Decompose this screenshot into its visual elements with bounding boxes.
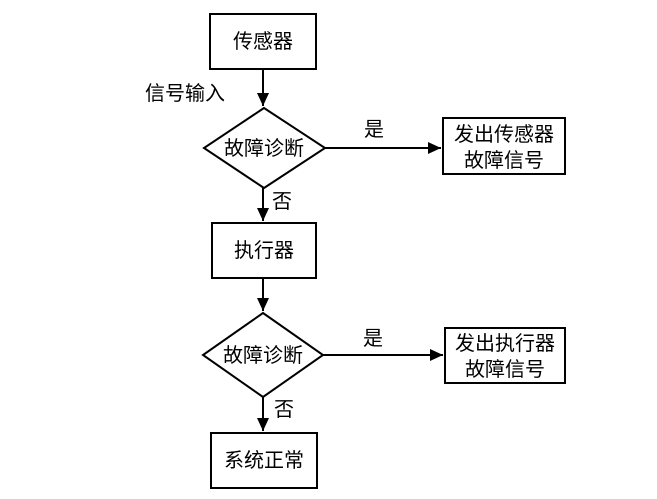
node-sensor-fault-signal bbox=[442, 117, 566, 175]
node-fault-diagnosis-2 bbox=[201, 311, 325, 399]
node-actuator-fault-signal bbox=[444, 327, 566, 384]
node-fault-diagnosis-1 bbox=[202, 106, 327, 190]
edge-label-yes-1: 是 bbox=[364, 119, 384, 141]
node-system-normal bbox=[210, 432, 318, 489]
edge-label-signal-input: 信号输入 bbox=[145, 82, 225, 105]
edge-label-no-1: 否 bbox=[272, 191, 292, 213]
node-actuator bbox=[211, 222, 317, 279]
edge-label-no-2: 否 bbox=[274, 399, 294, 421]
node-sensor bbox=[209, 13, 317, 70]
node-sensor-fault-signal-line1: 发出传感器 bbox=[454, 123, 554, 146]
node-sensor-label: 传感器 bbox=[233, 30, 293, 53]
node-sensor-fault-signal-line2: 故障信号 bbox=[464, 149, 544, 172]
node-fault-diagnosis-2-label: 故障诊断 bbox=[223, 344, 303, 367]
node-actuator-label: 执行器 bbox=[234, 239, 294, 262]
node-actuator-fault-signal-line2: 故障信号 bbox=[465, 358, 545, 381]
edge-label-yes-2: 是 bbox=[363, 328, 383, 350]
node-system-normal-label: 系统正常 bbox=[224, 449, 304, 472]
node-actuator-fault-signal-line1: 发出执行器 bbox=[455, 332, 555, 355]
node-fault-diagnosis-1-label: 故障诊断 bbox=[224, 137, 304, 160]
